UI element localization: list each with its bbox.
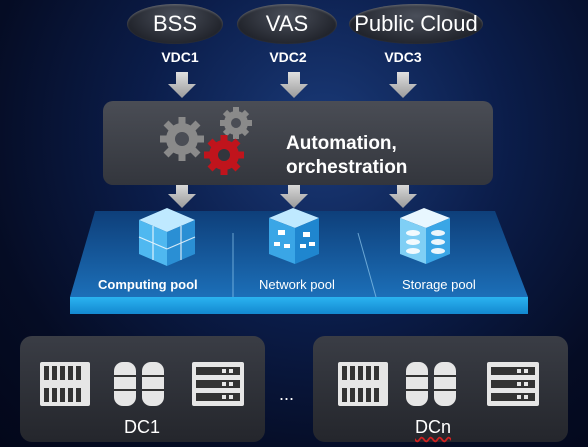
computing-pool-label: Computing pool: [98, 277, 198, 292]
server-blade-icon: [338, 362, 388, 406]
automation-line1: Automation,: [286, 133, 397, 154]
network-switch-icon: [487, 362, 539, 406]
gear-icon: [160, 117, 204, 161]
source-public-cloud-label: Public Cloud: [354, 11, 478, 36]
automation-line2: orchestration: [286, 157, 408, 178]
network-pool-label: Network pool: [259, 277, 335, 292]
gears-icon: [160, 107, 252, 175]
network-pool-icon: [269, 208, 319, 264]
ellipsis: ...: [279, 384, 295, 404]
gear-icon: [220, 107, 252, 139]
gear-icon: [204, 135, 244, 175]
dcn-label: DCn: [415, 417, 452, 437]
source-public-cloud: Public Cloud: [349, 4, 483, 44]
source-vas-label: VAS: [265, 11, 309, 36]
storage-pool-icon: [400, 208, 450, 264]
vdc3-label: VDC3: [384, 49, 422, 65]
automation-label: Automation, orchestration: [286, 132, 407, 180]
source-vas: VAS: [237, 4, 337, 44]
source-bss: BSS: [127, 4, 223, 44]
server-blade-icon: [40, 362, 90, 406]
source-bss-label: BSS: [152, 11, 198, 36]
dc1-label: DC1: [124, 417, 161, 437]
arrow-down-icon: [168, 72, 417, 208]
storage-disk-icon: [113, 361, 165, 407]
datacenter-devices: [40, 361, 539, 407]
storage-disk-icon: [405, 361, 457, 407]
vdc1-label: VDC1: [161, 49, 199, 65]
storage-pool-label: Storage pool: [402, 277, 476, 292]
network-switch-icon: [192, 362, 244, 406]
vdc2-label: VDC2: [269, 49, 307, 65]
computing-pool-icon: [138, 208, 196, 266]
